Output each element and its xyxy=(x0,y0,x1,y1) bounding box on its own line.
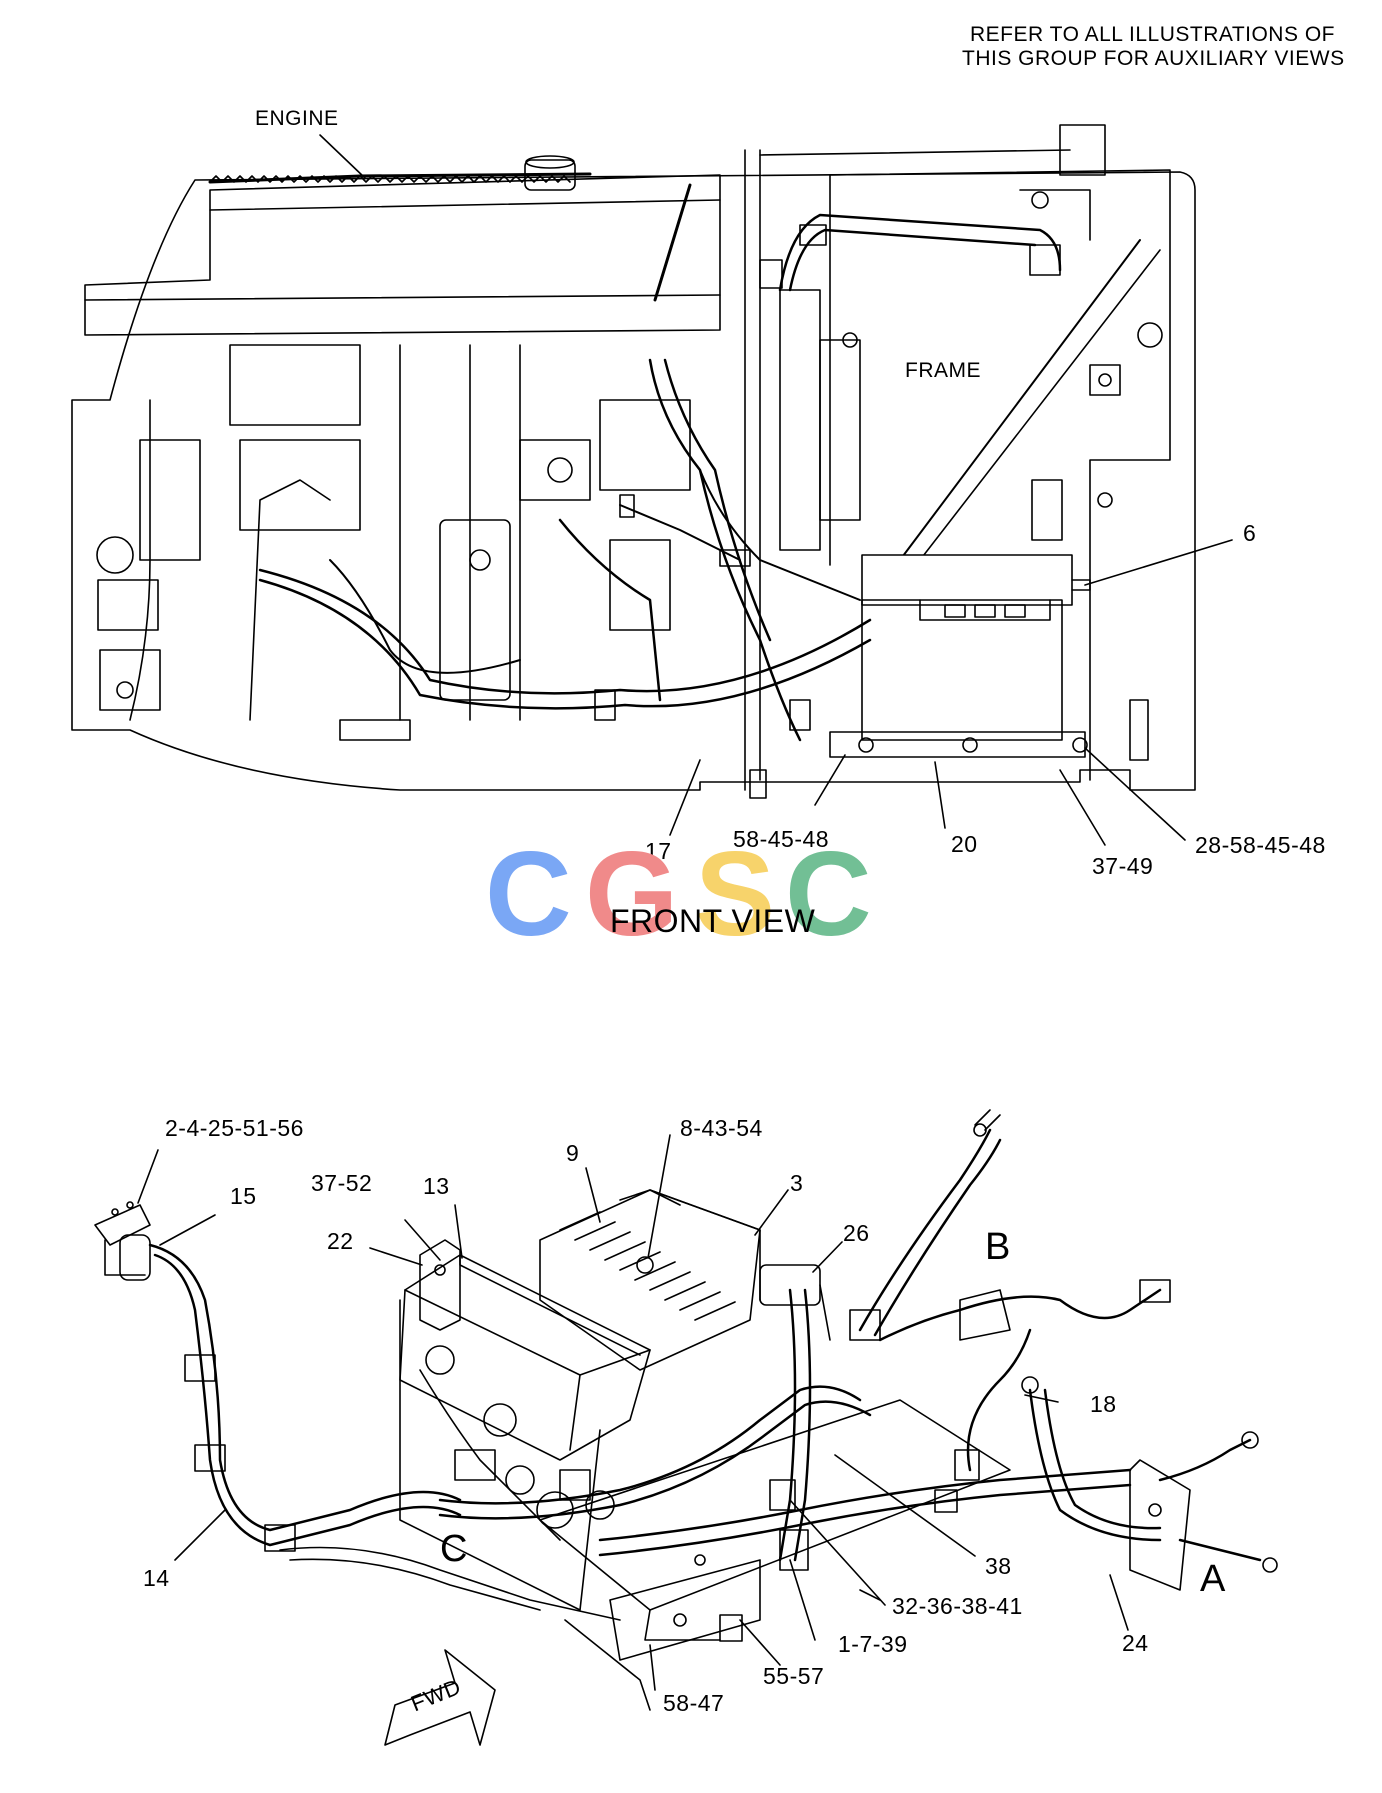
callout-37-49: 37-49 xyxy=(1092,853,1154,879)
callout-55-57: 55-57 xyxy=(763,1663,825,1689)
callout-24: 24 xyxy=(1122,1630,1149,1656)
callout-2-4-25-51-56: 2-4-25-51-56 xyxy=(165,1115,304,1141)
watermark-letter-c1: C xyxy=(485,840,572,950)
callout-22: 22 xyxy=(327,1228,354,1254)
callout-32-36-38-41: 32-36-38-41 xyxy=(892,1593,1023,1619)
header-note-line1: REFER TO ALL ILLUSTRATIONS OF xyxy=(970,23,1335,46)
callout-58-47: 58-47 xyxy=(663,1690,725,1716)
callout-15: 15 xyxy=(230,1183,257,1209)
callout-38: 38 xyxy=(985,1553,1012,1579)
callout-9: 9 xyxy=(566,1140,580,1166)
callout-6: 6 xyxy=(1243,520,1257,546)
engine-label: ENGINE xyxy=(255,107,339,130)
callout-28-58-45-48: 28-58-45-48 xyxy=(1195,832,1326,858)
callout-8-43-54: 8-43-54 xyxy=(680,1115,763,1141)
view-letter-b: B xyxy=(985,1226,1011,1268)
callout-58-45-48: 58-45-48 xyxy=(733,826,830,852)
callout-17: 17 xyxy=(645,838,672,864)
frame-label: FRAME xyxy=(905,359,981,382)
callout-18: 18 xyxy=(1090,1391,1117,1417)
watermark-letter-c2: C xyxy=(785,840,872,950)
callout-26: 26 xyxy=(843,1220,870,1246)
view-letter-a: A xyxy=(1200,1558,1226,1600)
callout-14: 14 xyxy=(143,1565,170,1591)
view-letter-c: C xyxy=(440,1528,468,1570)
callout-3: 3 xyxy=(790,1170,804,1196)
callout-13: 13 xyxy=(423,1173,450,1199)
watermark-letter-g: G xyxy=(585,840,678,950)
front-view-title: FRONT VIEW xyxy=(610,903,816,939)
callout-1-7-39: 1-7-39 xyxy=(838,1631,908,1657)
header-note-line2: THIS GROUP FOR AUXILIARY VIEWS xyxy=(962,47,1345,70)
callout-20: 20 xyxy=(951,831,978,857)
watermark-letter-s: S xyxy=(695,840,775,950)
cgsc-watermark: C G S C xyxy=(485,840,872,950)
callout-37-52: 37-52 xyxy=(311,1170,373,1196)
